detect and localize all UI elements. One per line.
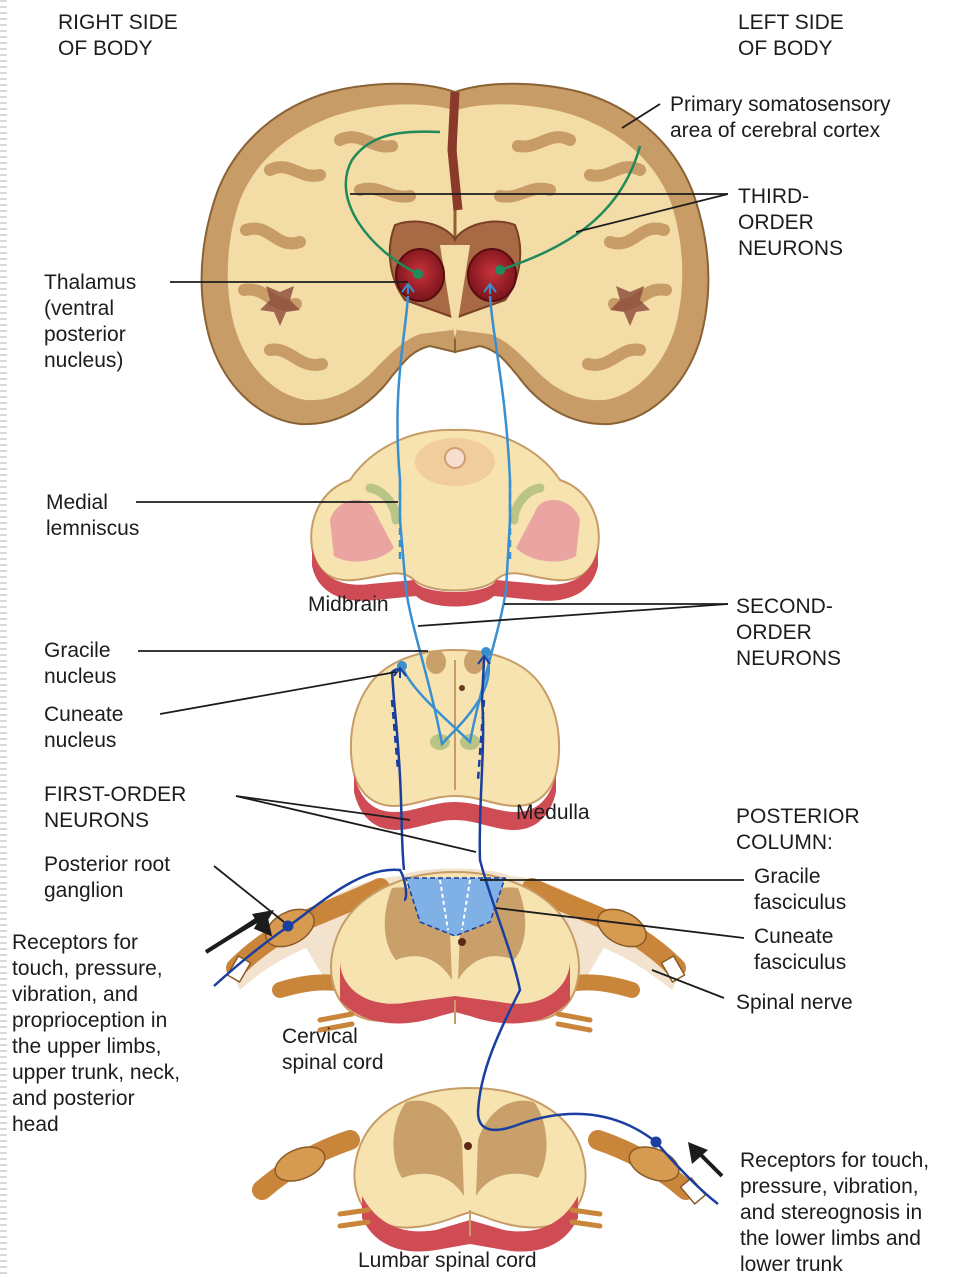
right-side-label: RIGHT SIDE OF BODY [58, 10, 178, 62]
cuneate-nucleus-label: Cuneate nucleus [44, 702, 123, 754]
cuneate-fasciculus-label: Cuneate fasciculus [754, 924, 846, 976]
receptors-upper-label: Receptors for touch, pressure, vibration… [12, 930, 180, 1138]
spinal-nerve-label: Spinal nerve [736, 990, 853, 1016]
left-side-label: LEFT SIDE OF BODY [738, 10, 844, 62]
midbrain-label: Midbrain [308, 592, 389, 618]
cervical-cord-section [227, 869, 684, 1031]
cervical-spinal-cord-label: Cervical spinal cord [282, 1024, 384, 1076]
third-order-neurons-label: THIRD- ORDER NEURONS [738, 184, 843, 262]
gracile-nucleus-label: Gracile nucleus [44, 638, 116, 690]
medial-lemniscus-label: Medial lemniscus [46, 490, 139, 542]
receptors-lower-label: Receptors for touch, pressure, vibration… [740, 1148, 929, 1278]
second-order-neurons-label: SECOND- ORDER NEURONS [736, 594, 841, 672]
lumbar-cord-section [262, 1088, 705, 1252]
first-order-neurons-label: FIRST-ORDER NEURONS [44, 782, 186, 834]
thalamus-label: Thalamus (ventral posterior nucleus) [44, 270, 136, 374]
posterior-column-label: POSTERIOR COLUMN: [736, 804, 860, 856]
medulla-label: Medulla [516, 800, 590, 826]
gracile-fasciculus-label: Gracile fasciculus [754, 864, 846, 916]
posterior-root-ganglion-label: Posterior root ganglion [44, 852, 170, 904]
lumbar-spinal-cord-label: Lumbar spinal cord [358, 1248, 537, 1274]
midbrain-section [311, 430, 598, 607]
cerebrum-section [202, 84, 709, 424]
somatosensory-cortex-label: Primary somatosensory area of cerebral c… [670, 92, 891, 144]
